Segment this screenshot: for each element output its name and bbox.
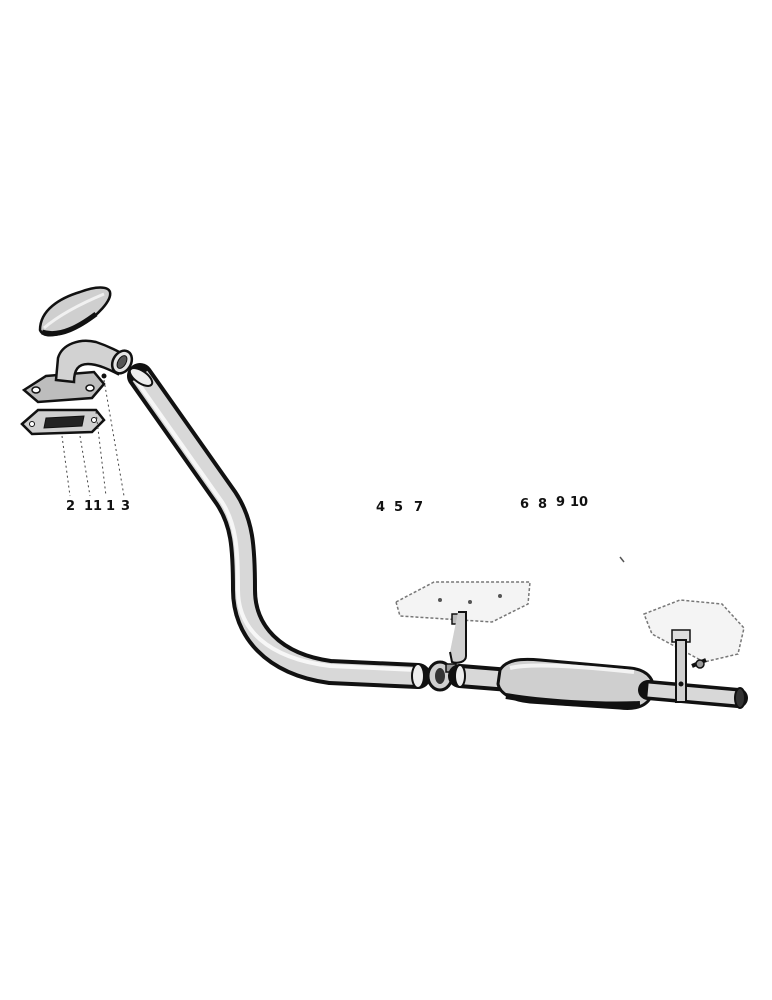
exhaust-elbow (21, 339, 134, 404)
callout-5: 5 (394, 500, 403, 515)
flange-gasket (20, 408, 106, 436)
muffler (448, 657, 655, 710)
callouts-manifold-group: 2 11 1 3 (66, 499, 130, 514)
exhaust-pipe (127, 363, 431, 689)
callout-3: 3 (121, 499, 130, 514)
rear-hanger-bracket (643, 599, 745, 703)
callout-11: 11 (84, 499, 102, 514)
callout-1: 1 (106, 499, 115, 514)
callout-2: 2 (66, 499, 75, 514)
stray-mark (619, 556, 625, 563)
callout-7: 7 (414, 500, 423, 515)
manifold-leader-lines (61, 379, 125, 497)
callout-4: 4 (376, 500, 385, 515)
callout-9: 9 (556, 495, 565, 510)
front-hanger-bracket (395, 581, 531, 664)
exhaust-cap (38, 286, 112, 337)
callouts-clamp-group: 4 5 7 (376, 500, 423, 515)
tail-pipe (638, 680, 748, 709)
callout-10: 10 (570, 495, 588, 510)
callout-8: 8 (538, 497, 547, 512)
callouts-muffler-group: 6 8 9 10 (520, 495, 588, 512)
callout-6: 6 (520, 497, 529, 512)
